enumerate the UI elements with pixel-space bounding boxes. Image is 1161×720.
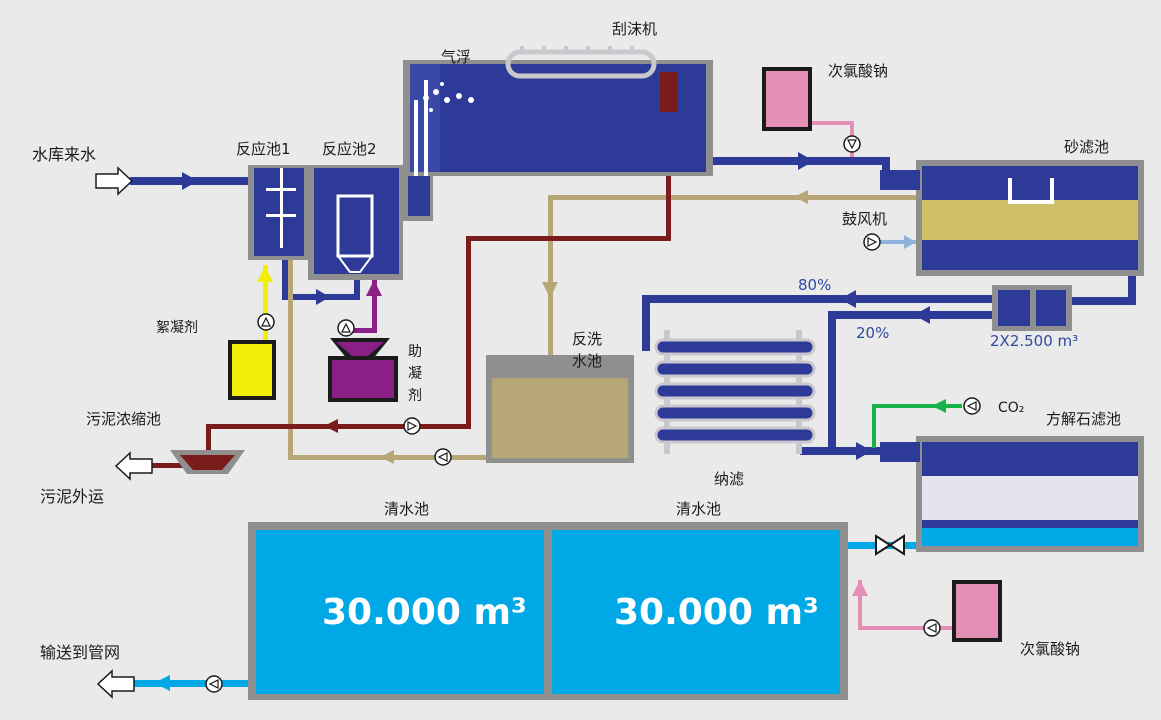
label-sludge-thickener: 污泥浓缩池: [86, 410, 161, 428]
coagulant-feed-line: [257, 265, 273, 343]
label-flotation: 气浮: [441, 48, 471, 66]
reaction-tank-1: [248, 165, 308, 260]
label-coagulant-aid-2: 凝: [408, 366, 422, 382]
pump-icon[interactable]: [205, 675, 223, 693]
clear-tank-1-volume: 30.000 m³: [322, 592, 527, 633]
reaction-connector-pipe: [282, 254, 360, 305]
clear-water-tank-1: [248, 522, 548, 700]
clear-water-tank-2: [548, 522, 848, 700]
backwash-tank: [486, 355, 634, 463]
label-reaction-tank-1: 反应池1: [236, 140, 291, 158]
label-co2: CO₂: [998, 400, 1024, 416]
label-80-percent: 80%: [798, 276, 831, 294]
pump-icon[interactable]: [963, 397, 981, 415]
label-calcite-filter: 方解石滤池: [1046, 410, 1121, 428]
pump-icon[interactable]: [403, 417, 421, 435]
label-backwash-tank-1: 反洗: [572, 330, 602, 348]
sludge-out-arrow-icon: [114, 451, 153, 481]
blower-air-line: [880, 235, 920, 249]
skimmer: [505, 46, 678, 112]
coagulant-tank: [228, 340, 276, 400]
co2-line: [872, 399, 962, 448]
inflow-pipe: [130, 172, 258, 190]
calcite-filter: [880, 436, 1144, 552]
label-skimmer: 刮沫机: [612, 20, 657, 38]
sludge-out-pipe: [146, 463, 186, 468]
label-inflow: 水库来水: [32, 145, 96, 164]
label-hypochlorite-bottom: 次氯酸钠: [1020, 640, 1080, 658]
flotation-to-sandfilter-pipe: [700, 152, 890, 187]
nanofiltration-unit: [654, 330, 816, 454]
coagulant-aid-tank: [328, 338, 398, 402]
butterfly-valve-icon[interactable]: [875, 534, 905, 556]
hypochlorite-tank-bottom: [952, 580, 1002, 642]
label-coagulant-aid-1: 助: [408, 344, 422, 360]
label-clear-tank-1: 清水池: [384, 500, 429, 518]
label-sludge-out: 污泥外运: [40, 487, 104, 506]
pump-icon[interactable]: [923, 619, 941, 637]
label-coagulant: 絮凝剂: [156, 319, 198, 336]
clear-tank-2-volume: 30.000 m³: [614, 592, 819, 633]
to-network-arrow-icon: [96, 669, 135, 699]
pump-icon[interactable]: [434, 448, 452, 466]
pump-icon[interactable]: [337, 319, 355, 337]
pump-icon[interactable]: [257, 313, 275, 331]
label-split-capacity: 2X2.500 m³: [990, 332, 1078, 350]
split-tanks: [992, 285, 1072, 331]
hypochlorite-bottom-line: [852, 580, 958, 630]
label-nanofiltration: 纳滤: [714, 470, 744, 488]
label-20-percent: 20%: [856, 324, 889, 342]
pump-icon[interactable]: [843, 135, 861, 153]
coagulant-aid-feed-line: [346, 280, 382, 333]
backwash-pipe: [288, 190, 928, 464]
label-coagulant-aid-3: 剂: [408, 388, 422, 404]
sludge-thickener: [170, 450, 245, 474]
label-sand-filter: 砂滤池: [1064, 138, 1109, 156]
label-clear-tank-2: 清水池: [676, 500, 721, 518]
sandfilter-outlet-pipe: [642, 270, 1136, 460]
pump-icon[interactable]: [863, 233, 881, 251]
label-to-network: 输送到管网: [40, 643, 120, 662]
hypochlorite-tank-top: [762, 67, 812, 131]
label-hypochlorite-top: 次氯酸钠: [828, 62, 888, 80]
reaction-tank-2: [308, 165, 403, 280]
label-reaction-tank-2: 反应池2: [322, 140, 377, 158]
label-backwash-tank-2: 水池: [572, 352, 602, 370]
inflow-arrow-icon: [95, 166, 134, 196]
sand-filter: [880, 160, 1144, 276]
label-blower: 鼓风机: [842, 210, 887, 228]
